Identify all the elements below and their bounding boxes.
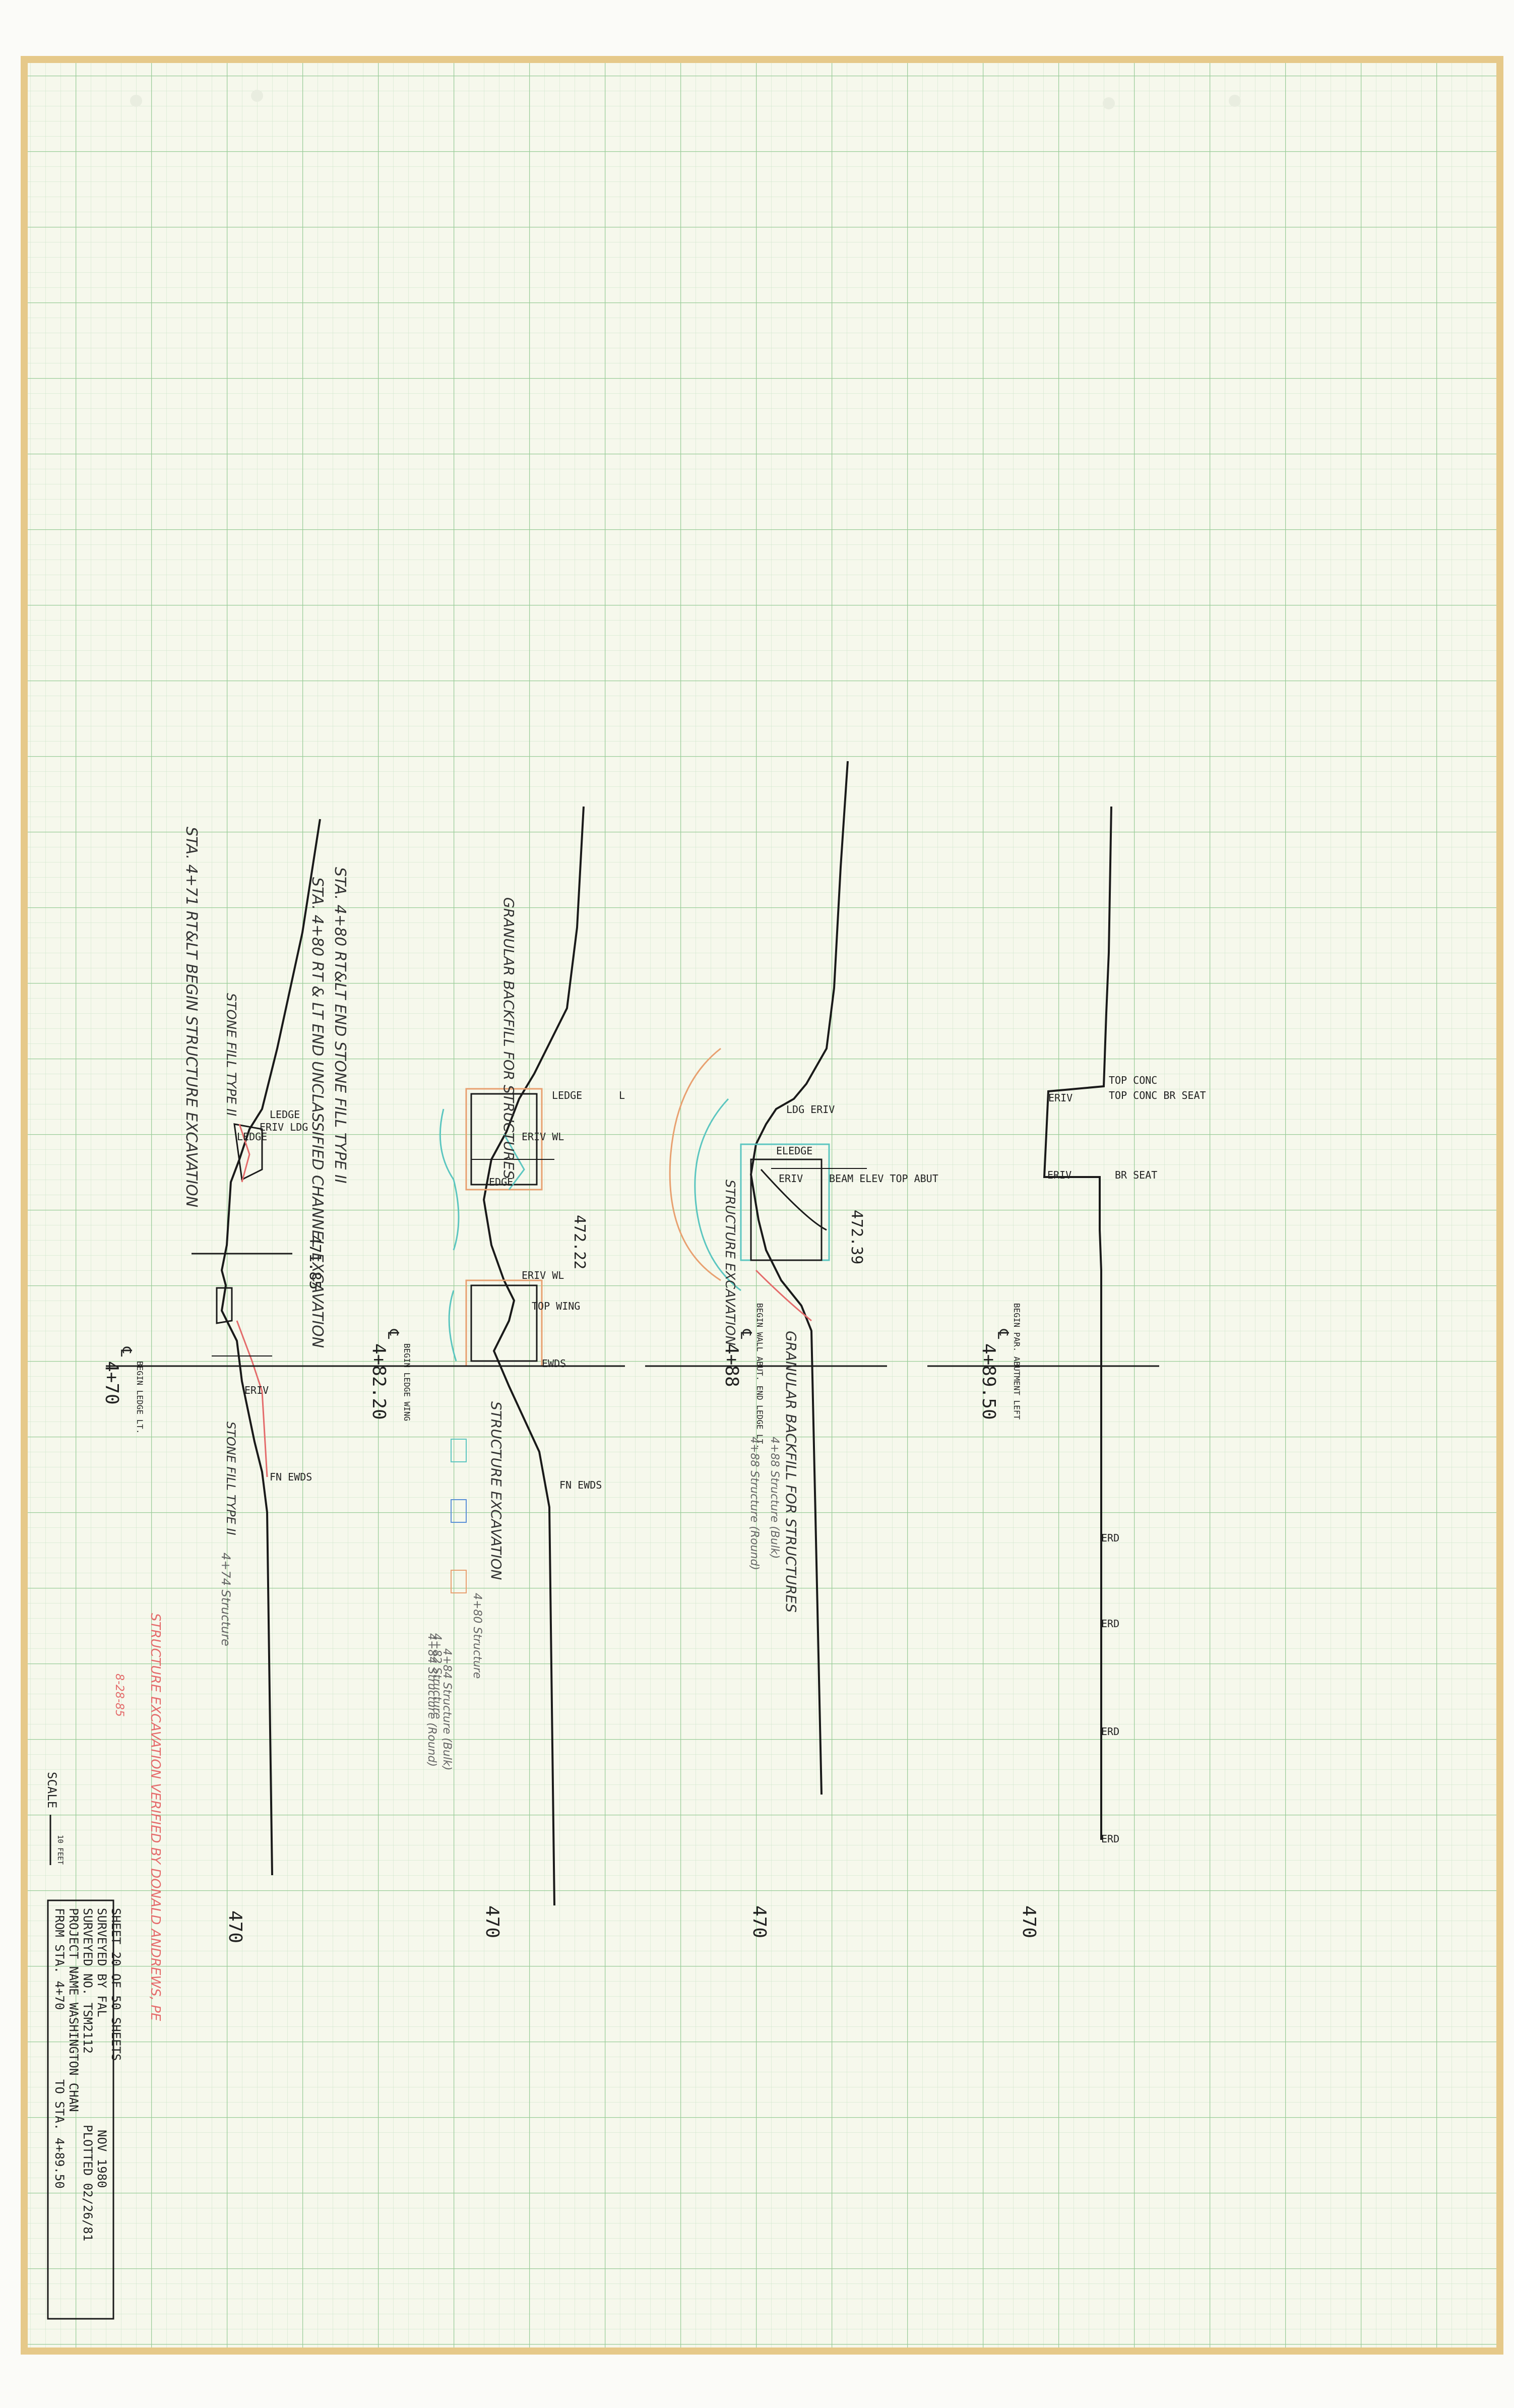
label: LEDGE [237, 1131, 267, 1143]
label: ERD [1101, 1532, 1119, 1544]
surveyed-by: SURVEYED BY FAL [95, 1908, 109, 2017]
section-note: BEGIN WALL ABUT. END LEDGE LT. [755, 1303, 765, 1449]
punch-hole [1103, 97, 1115, 109]
label: ERIV LDG [260, 1121, 308, 1133]
elev-mark: 471.85 [306, 1235, 324, 1289]
note-qty: 4+74 Structure [219, 1553, 233, 1646]
note-granular-2: GRANULAR BACKFILL FOR STRUCTURES [783, 1331, 799, 1613]
note-end-stone: STA. 4+80 RT&LT END STONE FILL TYPE II [331, 867, 349, 1184]
scale-unit: 10 FEET [56, 1835, 64, 1865]
section-4-88: LDG ERIV ELEDGE ERIV BEAM ELEV TOP ABUT … [645, 761, 938, 1938]
centerline-symbol: ℄ [737, 1329, 754, 1339]
note-granular: GRANULAR BACKFILL FOR STRUCTURES [500, 897, 517, 1179]
note-qty: 4+80 Structure [471, 1593, 483, 1679]
section-4-89-50: TOP CONC ERIV TOP CONC BR SEAT ERIV BR S… [927, 806, 1206, 1938]
label: EDGE [489, 1176, 513, 1188]
note-qty: 4+84 Structure (Bulk) [440, 1648, 453, 1770]
elevation-label: 470 [749, 1905, 770, 1938]
elev-mark: 472.39 [848, 1210, 865, 1264]
scale-bar: SCALE 10 FEET [45, 1772, 64, 1865]
elevation-label: 470 [482, 1905, 502, 1938]
label: EWDS [542, 1357, 566, 1370]
label: TOP CONC [1109, 1074, 1157, 1086]
station-label: 4+89.50 [978, 1343, 999, 1420]
label: BEAM ELEV TOP ABUT [829, 1172, 938, 1185]
label: ERD [1101, 1725, 1119, 1738]
label: ERIV [1047, 1169, 1071, 1181]
note-begin-excavation: STA. 4+71 RT&LT BEGIN STRUCTURE EXCAVATI… [182, 827, 200, 1207]
note-end-channel: STA. 4+80 RT & LT END UNCLASSIFIED CHANN… [308, 877, 326, 1348]
punch-hole [1229, 95, 1241, 107]
section-note: BEGIN LEDGE LT. [135, 1361, 145, 1434]
label: BR SEAT [1115, 1169, 1157, 1181]
survey-no: SURVEYED NO. TSM2112 [81, 1908, 95, 2054]
ground-profile [749, 761, 849, 1795]
label: ERIV WL [522, 1131, 564, 1143]
to-station: TO STA. 4+89.50 [52, 2079, 67, 2189]
label: ERIV [779, 1172, 803, 1185]
label: ERD [1101, 1833, 1119, 1845]
scale-label: SCALE [45, 1772, 59, 1808]
ground-profile [1043, 806, 1112, 1840]
elevation-label: 470 [1019, 1905, 1039, 1938]
title-block: FROM STA. 4+70 TO STA. 4+89.50 PROJECT N… [47, 1899, 123, 2320]
project-name: PROJECT NAME WASHINGTON CHAN [67, 1908, 81, 2112]
elev-mark: 472.22 [571, 1215, 588, 1269]
label: TOP WING [532, 1300, 580, 1312]
label: FN EWDS [270, 1471, 312, 1483]
label: ERD [1101, 1618, 1119, 1630]
label: LDG ERIV [786, 1103, 835, 1116]
sheet-number: SHEET 20 OF 50 SHEETS [109, 1908, 123, 2061]
label: ELEDGE [776, 1145, 812, 1157]
punch-hole [130, 95, 142, 107]
station-label: 4+82.20 [368, 1343, 389, 1420]
label: FN EWDS [559, 1479, 602, 1491]
centerline-symbol: ℄ [994, 1329, 1012, 1339]
station-label: 4+88 [721, 1343, 742, 1387]
note-stone-fill-2: STONE FILL TYPE II [224, 1422, 238, 1535]
station-label: 4+70 [101, 1361, 122, 1405]
section-note: BEGIN PAR. ABUTMENT LEFT [1012, 1303, 1022, 1420]
note-structure-exc: STRUCTURE EXCAVATION [488, 1401, 504, 1580]
label: ERIV [244, 1384, 269, 1396]
label: L [619, 1089, 625, 1101]
note-structure-exc-2: STRUCTURE EXCAVATION [722, 1180, 737, 1345]
label: LEDGE [270, 1108, 300, 1121]
note-qty: 4+82 Structure [430, 1633, 443, 1719]
centerline-symbol: ℄ [117, 1346, 135, 1357]
label: LEDGE [552, 1089, 582, 1101]
from-station: FROM STA. 4+70 [52, 1908, 67, 2010]
note-qty: 4+88 Structure (Round) [748, 1437, 761, 1570]
section-4-82-20: LEDGE L ERIV WL EDGE ERIV WL TOP WING EW… [353, 806, 625, 1938]
note-date: 8-28-85 [113, 1674, 125, 1717]
label: TOP CONC BR SEAT [1109, 1089, 1206, 1101]
label: ERIV [1048, 1092, 1073, 1104]
elevation-label: 470 [225, 1910, 245, 1943]
section-4-70: LEDGE ERIV LDG LEDGE ERIV FN EWDS 471.85… [101, 819, 353, 1943]
survey-date: NOV 1980 [95, 2130, 109, 2188]
note-stone-fill: STONE FILL TYPE II [223, 993, 238, 1116]
label: ERIV WL [522, 1269, 564, 1281]
ground-profile [220, 819, 321, 1876]
punch-hole [251, 90, 263, 102]
plotted-date: PLOTTED 02/26/81 [81, 2125, 95, 2241]
ground-profile [482, 806, 585, 1906]
note-qty: 4+84 Structure (Round) [425, 1633, 438, 1767]
handwritten-notes: STA. 4+71 RT&LT BEGIN STRUCTURE EXCAVATI… [113, 827, 799, 2021]
centerline-symbol: ℄ [384, 1329, 402, 1339]
note-verified: STRUCTURE EXCAVATION VERIFIED BY DONALD … [148, 1613, 163, 2021]
note-qty: 4+88 Structure (Bulk) [768, 1437, 781, 1559]
section-note: BEGIN LEDGE WING [402, 1343, 412, 1421]
